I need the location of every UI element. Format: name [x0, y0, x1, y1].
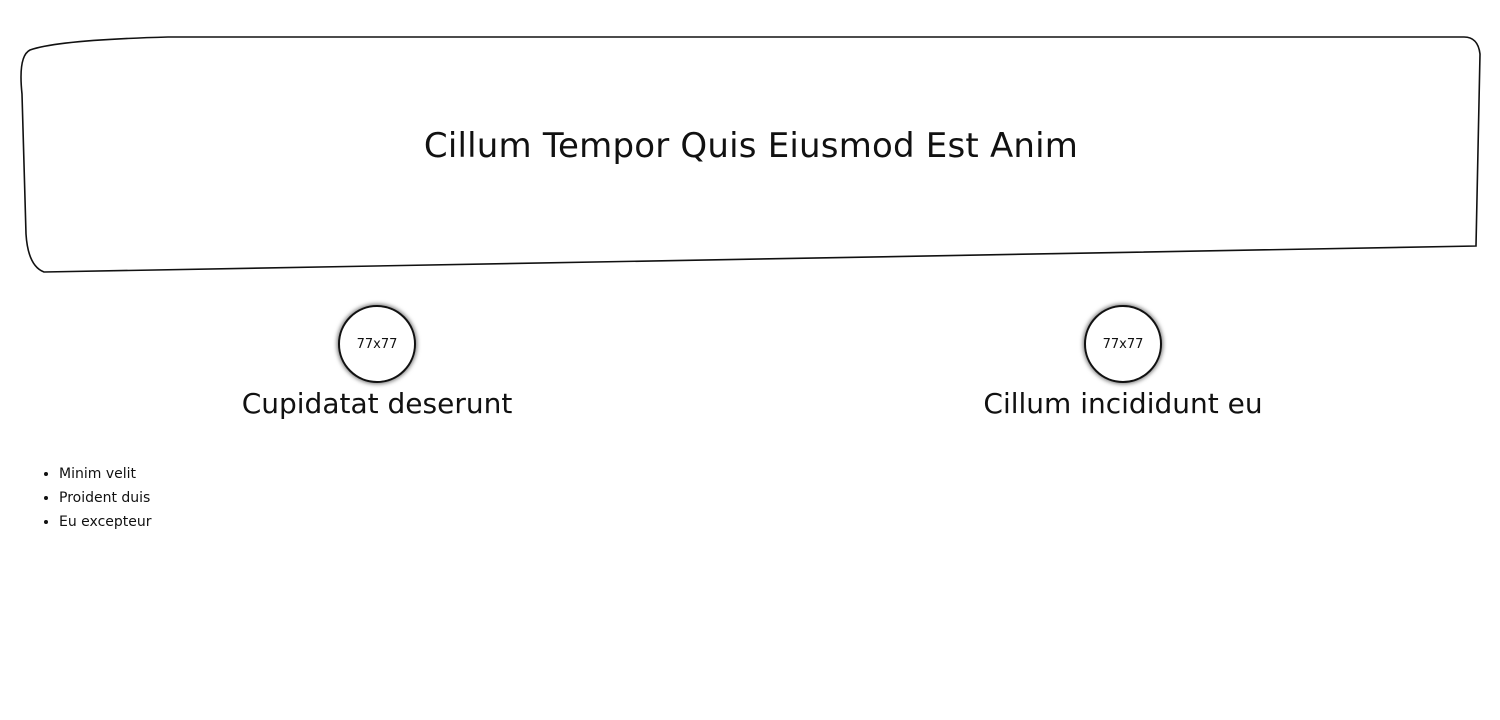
hero-banner: Cillum Tempor Quis Eiusmod Est Anim — [18, 34, 1484, 276]
list-item: Proident duis — [59, 486, 152, 510]
list-item: Eu excepteur — [59, 510, 152, 534]
feature-title: Cupidatat deserunt — [241, 387, 513, 420]
hero-title: Cillum Tempor Quis Eiusmod Est Anim — [423, 126, 1079, 166]
hero-border — [20, 36, 1481, 273]
feature-title: Cillum incididunt eu — [983, 387, 1263, 420]
feature-card-2: 77x77 Cillum incididunt eu — [943, 305, 1303, 421]
image-placeholder: 77x77 — [1084, 305, 1162, 383]
list-item: Minim velit — [59, 462, 152, 486]
bullet-list: Minim velit Proident duis Eu excepteur — [37, 462, 152, 534]
feature-card-1: 77x77 Cupidatat deserunt — [197, 305, 557, 421]
image-placeholder: 77x77 — [338, 305, 416, 383]
